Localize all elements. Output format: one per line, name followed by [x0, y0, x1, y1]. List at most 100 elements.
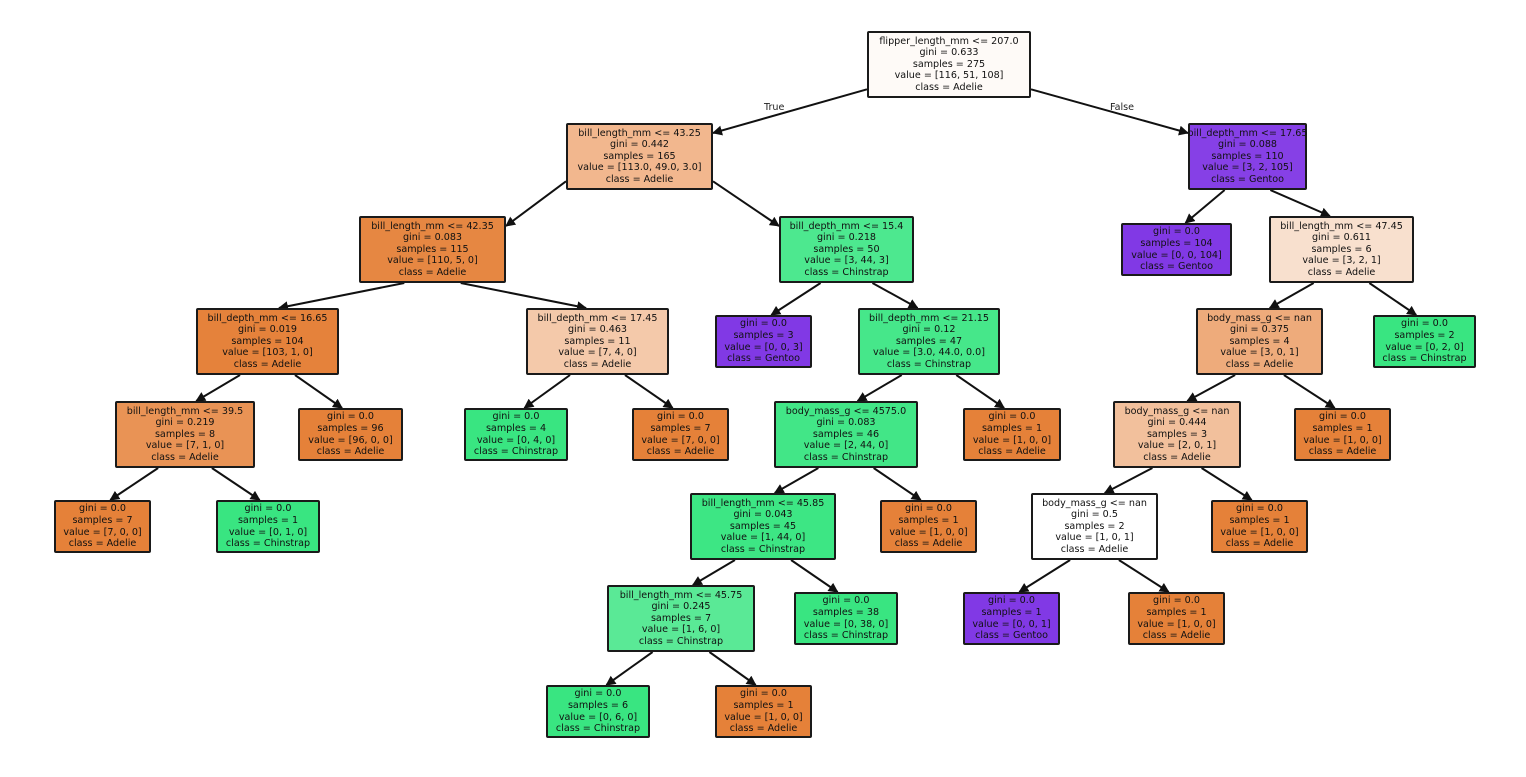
node-text-line: samples = 110: [1211, 150, 1284, 162]
node-text-line: value = [0, 38, 0]: [803, 618, 889, 630]
node-text-line: value = [1, 0, 1]: [1055, 532, 1134, 544]
node-text-line: samples = 8: [154, 428, 216, 440]
tree-edge: [770, 282, 822, 316]
tree-edge: [773, 467, 819, 494]
node-text-line: class = Adelie: [978, 446, 1046, 458]
node-text-line: samples = 96: [317, 422, 384, 434]
node-text-line: body_mass_g <= nan: [1042, 497, 1147, 509]
node-text-line: samples = 11: [564, 335, 631, 347]
tree-edge: [1030, 88, 1189, 136]
node-text-line: value = [7, 0, 0]: [63, 526, 142, 538]
tree-edge: [624, 374, 674, 409]
tree-edge: [871, 282, 919, 309]
node-text-line: class = Chinstrap: [638, 635, 724, 647]
node-text-line: value = [1, 0, 0]: [889, 526, 968, 538]
node-text-line: class = Chinstrap: [473, 446, 559, 458]
node-text-line: gini = 0.0: [79, 503, 126, 515]
node-text-line: gini = 0.043: [733, 509, 793, 521]
node-text-line: gini = 0.0: [657, 411, 704, 423]
node-text-line: bill_depth_mm <= 16.65: [207, 312, 328, 324]
node-text-line: samples = 1: [733, 699, 794, 711]
node-text-line: class = Adelie: [894, 538, 963, 550]
node-text-line: samples = 1: [898, 514, 959, 526]
node-text-line: samples = 38: [812, 606, 880, 618]
node-text-line: samples = 7: [72, 514, 133, 526]
tree-edge: [1269, 189, 1331, 217]
node-text-line: gini = 0.0: [1153, 226, 1200, 238]
node-text-line: value = [0, 0, 1]: [972, 618, 1051, 630]
node-text-line: samples = 45: [729, 520, 797, 532]
node-text-line: value = [7, 0, 0]: [641, 434, 720, 446]
node-text-line: samples = 7: [650, 612, 712, 624]
node-text-line: gini = 0.218: [816, 232, 877, 244]
node-text-line: gini = 0.0: [1319, 411, 1366, 423]
false-branch-label: False: [1110, 102, 1135, 113]
node-text-line: bill_depth_mm <= 21.15: [869, 312, 989, 324]
node-text-line: value = [1, 6, 0]: [641, 624, 721, 636]
node-text-line: value = [2, 44, 0]: [803, 440, 889, 452]
node-text-line: class = Gentoo: [975, 630, 1048, 642]
node-text-line: samples = 4: [1229, 335, 1290, 347]
node-text-line: class = Gentoo: [1211, 173, 1284, 185]
node-text-line: samples = 47: [895, 335, 963, 347]
node-text-line: samples = 6: [1311, 243, 1372, 255]
tree-edge: [460, 282, 588, 312]
node-text-line: value = [3.0, 44.0, 0.0]: [873, 347, 985, 359]
node-text-line: samples = 6: [567, 699, 629, 711]
node-text-line: value = [7, 4, 0]: [558, 347, 637, 359]
node-text-line: bill_length_mm <= 43.25: [578, 127, 701, 139]
node-text-line: gini = 0.463: [567, 324, 628, 336]
tree-edge: [1186, 374, 1236, 402]
node-text-line: samples = 1: [1312, 422, 1373, 434]
tree-edge: [856, 374, 903, 402]
tree-edge: [1283, 374, 1336, 409]
node-text-line: class = Adelie: [1308, 446, 1377, 458]
node-text-line: gini = 0.0: [905, 503, 952, 515]
tree-edge: [790, 559, 839, 593]
tree-edge: [523, 374, 571, 409]
node-text-line: value = [1, 0, 0]: [1220, 526, 1299, 538]
tree-edge: [109, 467, 159, 501]
tree-edge: [211, 467, 261, 501]
node-text-line: value = [113.0, 49.0, 3.0]: [577, 162, 702, 174]
node-text-line: bill_length_mm <= 45.75: [619, 589, 743, 601]
node-text-line: gini = 0.0: [327, 411, 374, 423]
node-text-line: gini = 0.5: [1071, 509, 1118, 521]
node-text-line: gini = 0.245: [651, 601, 711, 613]
node-text-line: gini = 0.219: [155, 417, 215, 429]
node-text-line: class = Gentoo: [1140, 261, 1213, 273]
node-text-line: samples = 1: [1229, 514, 1290, 526]
tree-edge: [708, 651, 757, 686]
node-text-line: class = Adelie: [398, 266, 467, 278]
node-text-line: gini = 0.633: [919, 47, 979, 59]
node-text-line: bill_length_mm <= 47.45: [1280, 220, 1403, 232]
node-text-line: class = Adelie: [915, 81, 983, 93]
node-text-line: value = [103, 1, 0]: [222, 347, 313, 359]
true-branch-label: True: [764, 102, 785, 113]
tree-edge: [195, 374, 241, 402]
